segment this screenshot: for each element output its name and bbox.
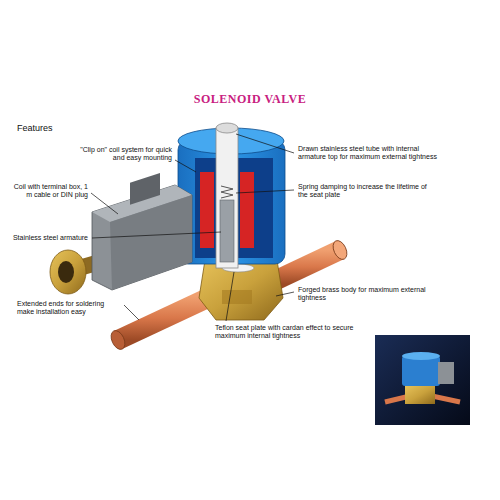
callout-label: Coil with terminal box, 1 m cable or DIN… xyxy=(8,183,88,200)
section-heading: Features xyxy=(17,123,87,134)
brass-body xyxy=(199,260,283,320)
callout-label: Forged brass body for maximum external t… xyxy=(298,286,428,303)
callout-label: Spring damping to increase the lifetime … xyxy=(298,183,438,200)
product-photo xyxy=(375,335,470,425)
callout-label: Drawn stainless steel tube with internal… xyxy=(298,145,438,162)
callout-label: Stainless steel armature xyxy=(4,234,88,242)
title: SOLENOID VALVE xyxy=(0,92,500,107)
terminal-box xyxy=(50,173,192,294)
callout-label: "Clip on" coil system for quick and easy… xyxy=(80,146,172,163)
callout-label: Extended ends for soldering make install… xyxy=(17,300,122,317)
callout-label: Teflon seat plate with cardan effect to … xyxy=(215,324,365,341)
leader-line xyxy=(91,134,294,321)
